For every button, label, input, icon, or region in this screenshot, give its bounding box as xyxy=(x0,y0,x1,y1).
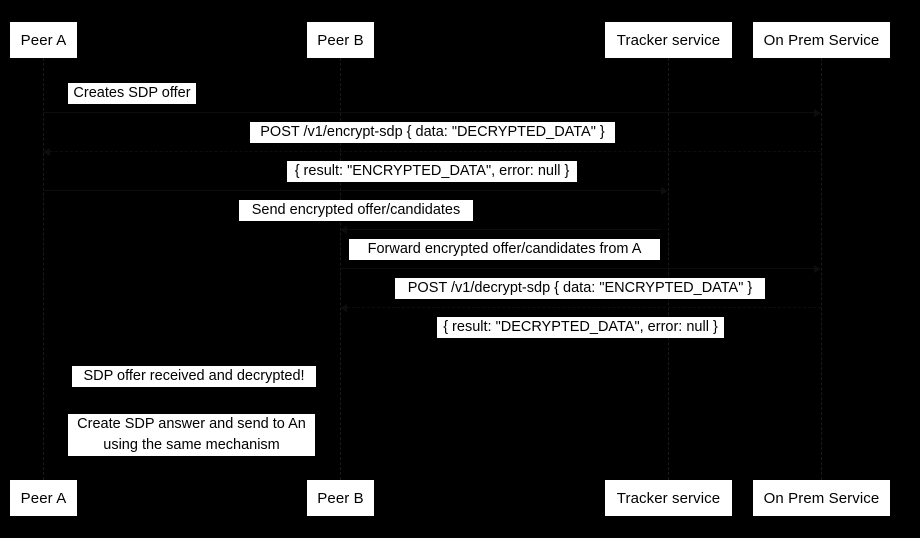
participant-footer-peer-a[interactable]: Peer A xyxy=(10,480,77,516)
arrowhead-message-5 xyxy=(340,226,347,234)
message-label-post-encrypt-sdp: POST /v1/encrypt-sdp { data: "DECRYPTED_… xyxy=(250,122,615,143)
participant-footer-peer-b[interactable]: Peer B xyxy=(307,480,374,516)
participant-header-peer-a[interactable]: Peer A xyxy=(10,22,77,58)
lifeline-peer-a xyxy=(43,58,45,480)
message-label-creates-sdp-offer: Creates SDP offer xyxy=(68,83,196,104)
arrowhead-message-6 xyxy=(814,265,821,273)
participant-footer-on-prem-service[interactable]: On Prem Service xyxy=(753,480,890,516)
participant-footer-tracker-service[interactable]: Tracker service xyxy=(605,480,732,516)
participant-header-tracker-service[interactable]: Tracker service xyxy=(605,22,732,58)
message-label-create-sdp-answer-line1: Create SDP answer and send to An xyxy=(77,416,306,432)
arrow-message-7 xyxy=(347,307,821,309)
message-label-create-sdp-answer: Create SDP answer and send to An using t… xyxy=(68,414,315,456)
message-label-sdp-offer-received: SDP offer received and decrypted! xyxy=(72,366,316,387)
arrow-message-5 xyxy=(347,229,661,230)
arrowhead-message-3 xyxy=(43,148,50,156)
message-label-forward-encrypted-offer: Forward encrypted offer/candidates from … xyxy=(349,239,660,260)
participant-header-peer-b[interactable]: Peer B xyxy=(307,22,374,58)
arrow-message-3 xyxy=(50,151,821,153)
arrow-message-4 xyxy=(43,190,661,191)
lifeline-peer-b xyxy=(340,58,342,480)
arrow-message-6 xyxy=(340,268,814,269)
message-label-post-decrypt-sdp: POST /v1/decrypt-sdp { data: "ENCRYPTED_… xyxy=(395,278,765,299)
lifeline-on-prem xyxy=(821,58,823,480)
message-label-decrypt-sdp-result: { result: "DECRYPTED_DATA", error: null … xyxy=(437,317,724,338)
lifeline-tracker xyxy=(668,58,670,480)
message-label-encrypt-sdp-result: { result: "ENCRYPTED_DATA", error: null … xyxy=(287,161,577,182)
arrowhead-message-7 xyxy=(340,304,347,312)
arrowhead-message-4 xyxy=(661,187,668,195)
participant-header-on-prem-service[interactable]: On Prem Service xyxy=(753,22,890,58)
message-label-send-encrypted-offer: Send encrypted offer/candidates xyxy=(239,200,473,221)
message-label-create-sdp-answer-line2: using the same mechanism xyxy=(103,437,280,453)
arrowhead-message-2 xyxy=(814,109,821,117)
arrow-message-2 xyxy=(43,112,814,113)
